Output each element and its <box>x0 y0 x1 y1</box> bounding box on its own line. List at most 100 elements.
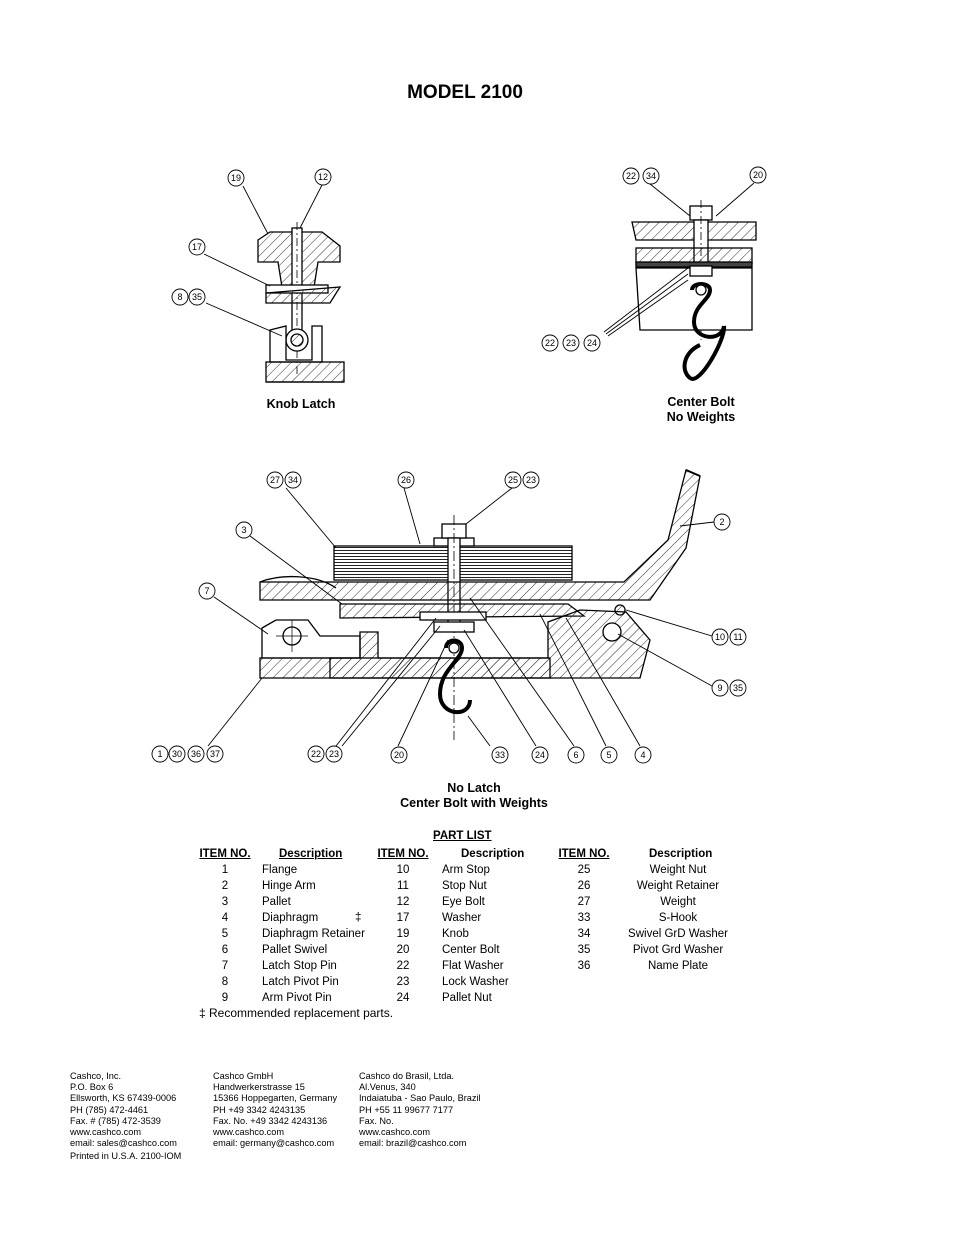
svg-text:11: 11 <box>733 632 742 642</box>
callout-22a: 22 <box>622 167 640 185</box>
callout-23c: 23 <box>325 745 343 763</box>
svg-text:26: 26 <box>401 475 411 485</box>
callout-4: 4 <box>634 746 652 764</box>
svg-text:35: 35 <box>733 683 743 693</box>
caption-center-bolt-no-weights: Center Bolt No Weights <box>666 395 736 424</box>
caption-knob-latch: Knob Latch <box>266 397 336 411</box>
callout-1: 1 <box>151 745 169 763</box>
svg-text:22: 22 <box>311 749 321 759</box>
callout-23b: 23 <box>522 471 540 489</box>
part-list-title: PART LIST <box>433 830 492 842</box>
svg-text:3: 3 <box>241 525 246 535</box>
svg-text:10: 10 <box>715 632 725 642</box>
callout-34b: 34 <box>284 471 302 489</box>
svg-text:1: 1 <box>157 749 162 759</box>
main-assembly-drawing <box>259 469 701 740</box>
callout-8: 8 <box>171 288 189 306</box>
svg-text:27: 27 <box>270 475 280 485</box>
callout-12: 12 <box>314 168 332 186</box>
callout-7: 7 <box>198 582 216 600</box>
callout-26: 26 <box>397 471 415 489</box>
callout-22c: 22 <box>307 745 325 763</box>
svg-text:4: 4 <box>640 750 645 760</box>
svg-text:33: 33 <box>495 750 505 760</box>
callout-5: 5 <box>600 746 618 764</box>
svg-text:22: 22 <box>626 171 636 181</box>
callout-35b: 35 <box>729 679 747 697</box>
caption-no-latch-with-weights: No Latch Center Bolt with Weights <box>400 781 548 810</box>
callout-2: 2 <box>713 513 731 531</box>
callout-23a: 23 <box>562 334 580 352</box>
page-title: MODEL 2100 <box>407 82 523 103</box>
svg-text:25: 25 <box>508 475 518 485</box>
table-header: ITEM NO.Description <box>558 848 713 860</box>
svg-text:8: 8 <box>177 292 182 302</box>
svg-text:36: 36 <box>191 749 201 759</box>
callout-33: 33 <box>491 746 509 764</box>
table-header: ITEM NO.Description <box>377 848 525 860</box>
callout-27: 27 <box>266 471 284 489</box>
center-bolt-no-weights-drawing <box>631 200 757 381</box>
table-header: ITEM NO.Description <box>199 848 343 860</box>
replacement-mark: ‡ <box>355 912 362 924</box>
callout-35a: 35 <box>188 288 206 306</box>
svg-text:24: 24 <box>587 338 597 348</box>
svg-text:24: 24 <box>535 750 545 760</box>
callout-3: 3 <box>235 521 253 539</box>
svg-text:23: 23 <box>566 338 576 348</box>
svg-text:34: 34 <box>646 171 656 181</box>
knob-latch-leaders <box>203 184 323 337</box>
callout-24a: 24 <box>583 334 601 352</box>
callout-17: 17 <box>188 238 206 256</box>
main-assembly-leaders <box>207 487 715 747</box>
svg-text:20: 20 <box>753 170 763 180</box>
svg-text:9: 9 <box>717 683 722 693</box>
replacement-note: ‡ Recommended replacement parts. <box>199 1006 394 1020</box>
svg-text:6: 6 <box>573 750 578 760</box>
svg-text:37: 37 <box>210 749 220 759</box>
callout-20a: 20 <box>749 166 767 184</box>
callouts: 19 12 17 8 35 22 34 20 22 23 24 27 34 26… <box>151 166 767 764</box>
svg-text:23: 23 <box>329 749 339 759</box>
svg-text:19: 19 <box>231 173 241 183</box>
svg-text:35: 35 <box>192 292 202 302</box>
callout-20b: 20 <box>390 746 408 764</box>
callout-24b: 24 <box>531 746 549 764</box>
callout-10: 10 <box>711 628 729 646</box>
callout-34a: 34 <box>642 167 660 185</box>
callout-9: 9 <box>711 679 729 697</box>
callout-6: 6 <box>567 746 585 764</box>
callout-37: 37 <box>206 745 224 763</box>
svg-text:7: 7 <box>204 586 209 596</box>
svg-text:12: 12 <box>318 172 328 182</box>
svg-text:23: 23 <box>526 475 536 485</box>
svg-text:5: 5 <box>606 750 611 760</box>
svg-text:30: 30 <box>172 749 182 759</box>
svg-text:2: 2 <box>719 517 724 527</box>
